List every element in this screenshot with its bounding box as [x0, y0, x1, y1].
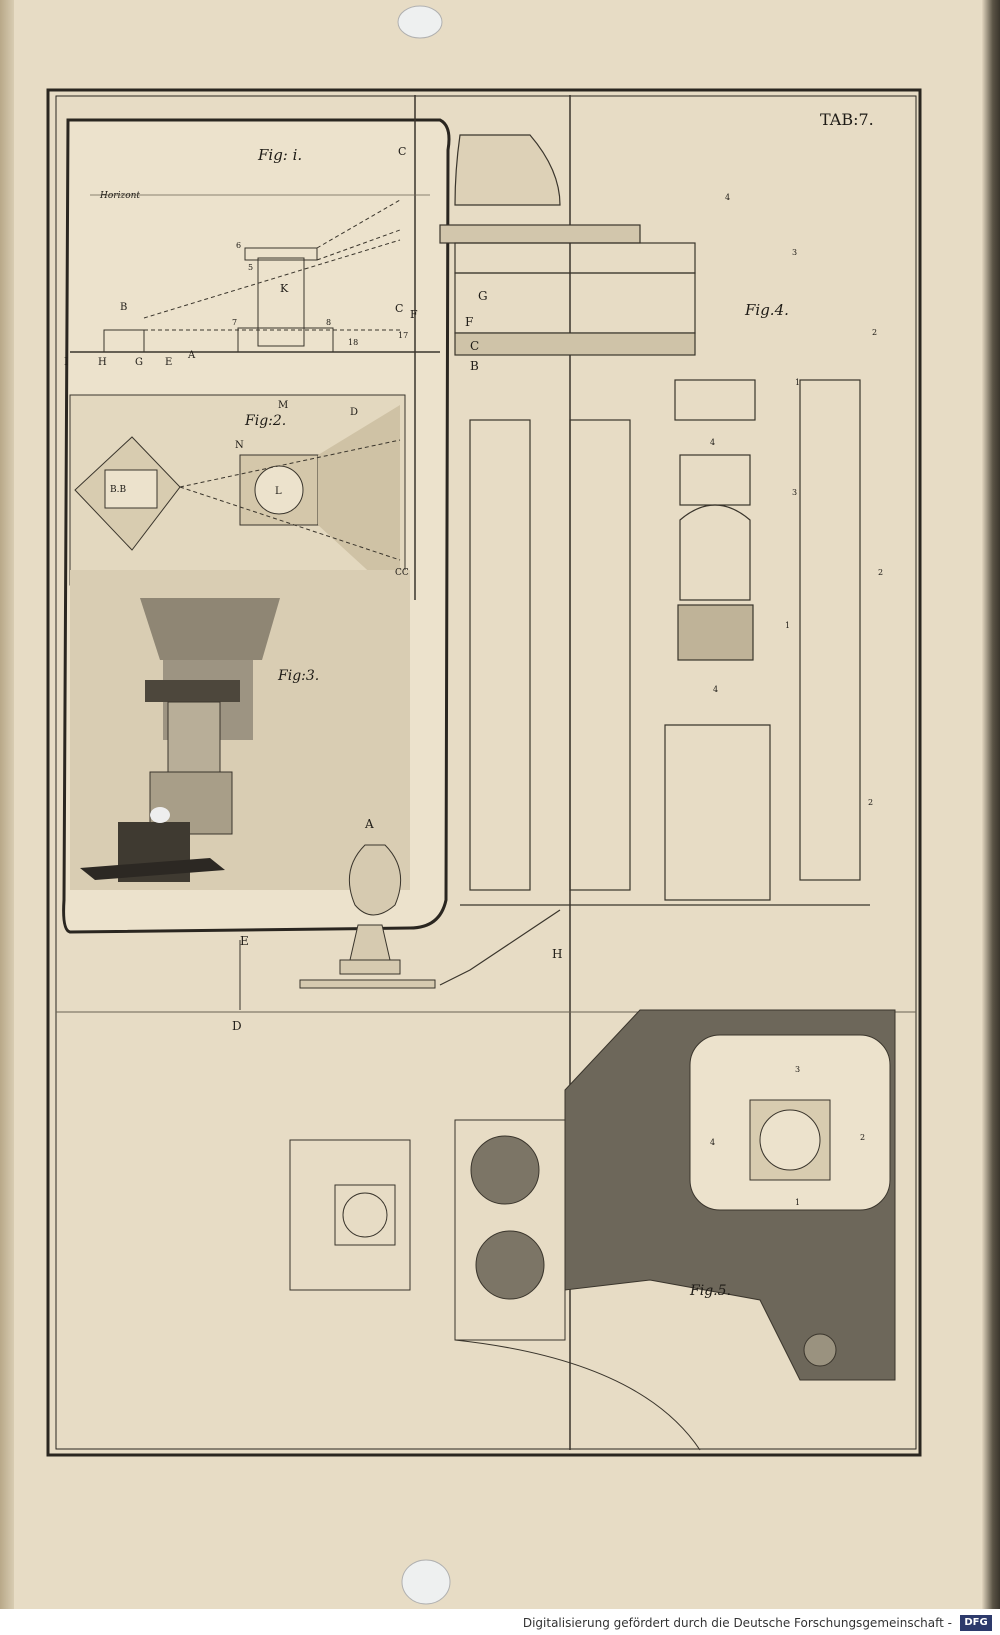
fig2-drawing [69, 394, 406, 600]
letter-c-top: C [398, 145, 406, 158]
fig5-drawing [289, 1009, 896, 1451]
fig5-label: Fig.5. [689, 1283, 731, 1299]
letter-d-small: D [350, 407, 358, 418]
plate-frame-inner [55, 95, 917, 1450]
number-label: 1 [795, 378, 800, 387]
letter-c-mid: C [395, 302, 403, 315]
number-label: 2 [860, 1133, 865, 1142]
footer-bar: Digitalisierung gefördert durch die Deut… [0, 1609, 1000, 1635]
dfg-logo: DFG [960, 1615, 992, 1631]
letter-c-right: C [470, 339, 479, 353]
urn-drawing [299, 844, 436, 989]
fig1-drawing [103, 199, 401, 353]
page-left-edge [0, 0, 14, 1635]
fig1-label: Fig: i. [257, 146, 302, 164]
letter-a-urn: A [364, 817, 374, 831]
horizont-label: Horizont [99, 191, 140, 201]
number-label: 2 [868, 798, 873, 807]
letter-a: A [187, 350, 196, 361]
letter-h-bottom: H [552, 947, 562, 961]
number-label: 3 [795, 1065, 800, 1074]
binding-clip-bottom [401, 1559, 451, 1605]
number-label: 6 [236, 241, 241, 250]
number-label: 4 [710, 1138, 715, 1147]
fig4-drawing [439, 134, 870, 986]
letter-f-mid: F [410, 308, 418, 321]
letter-i: I [64, 357, 68, 368]
letter-g-right: G [478, 289, 488, 303]
plate-frame-outer [46, 88, 922, 1457]
fig3-drawing [70, 570, 410, 890]
letter-bb: B.B [110, 485, 126, 495]
letter-e: E [165, 357, 172, 368]
book-spine-edge [982, 0, 1000, 1635]
binding-clip-top [397, 5, 443, 39]
letter-k: K [280, 282, 289, 295]
letter-b-right: B [470, 359, 479, 373]
fig3-label: Fig:3. [277, 668, 319, 684]
letter-l: L [275, 486, 282, 497]
letter-n: N [235, 440, 244, 451]
number-label: 1 [795, 1198, 800, 1207]
fig2-label: Fig:2. [244, 413, 286, 429]
fig4-label: Fig.4. [744, 301, 789, 319]
letter-g: G [135, 357, 143, 368]
number-label: 4 [725, 193, 730, 202]
number-label: 4 [710, 438, 715, 447]
number-label: 8 [326, 318, 331, 327]
number-label: 7 [232, 318, 237, 327]
number-label: 3 [792, 248, 797, 257]
number-label: 2 [878, 568, 883, 577]
letter-m: M [278, 400, 288, 411]
letter-d-bottom: D [232, 1019, 242, 1033]
funding-credit: Digitalisierung gefördert durch die Deut… [522, 1616, 952, 1630]
number-label: 3 [792, 488, 797, 497]
number-label: 17 [398, 331, 408, 340]
number-label: 18 [348, 338, 358, 347]
number-label: 4 [713, 685, 718, 694]
number-label: 1 [785, 621, 790, 630]
letter-f-right: F [465, 315, 473, 329]
number-label: 5 [248, 263, 253, 272]
plate-title: TAB:7. [820, 110, 874, 129]
number-label: 2 [872, 328, 877, 337]
letter-h: H [98, 357, 107, 368]
letter-e-bottom: E [240, 934, 249, 948]
letter-cc: CC [395, 568, 409, 578]
letter-b-small: B [120, 302, 127, 313]
